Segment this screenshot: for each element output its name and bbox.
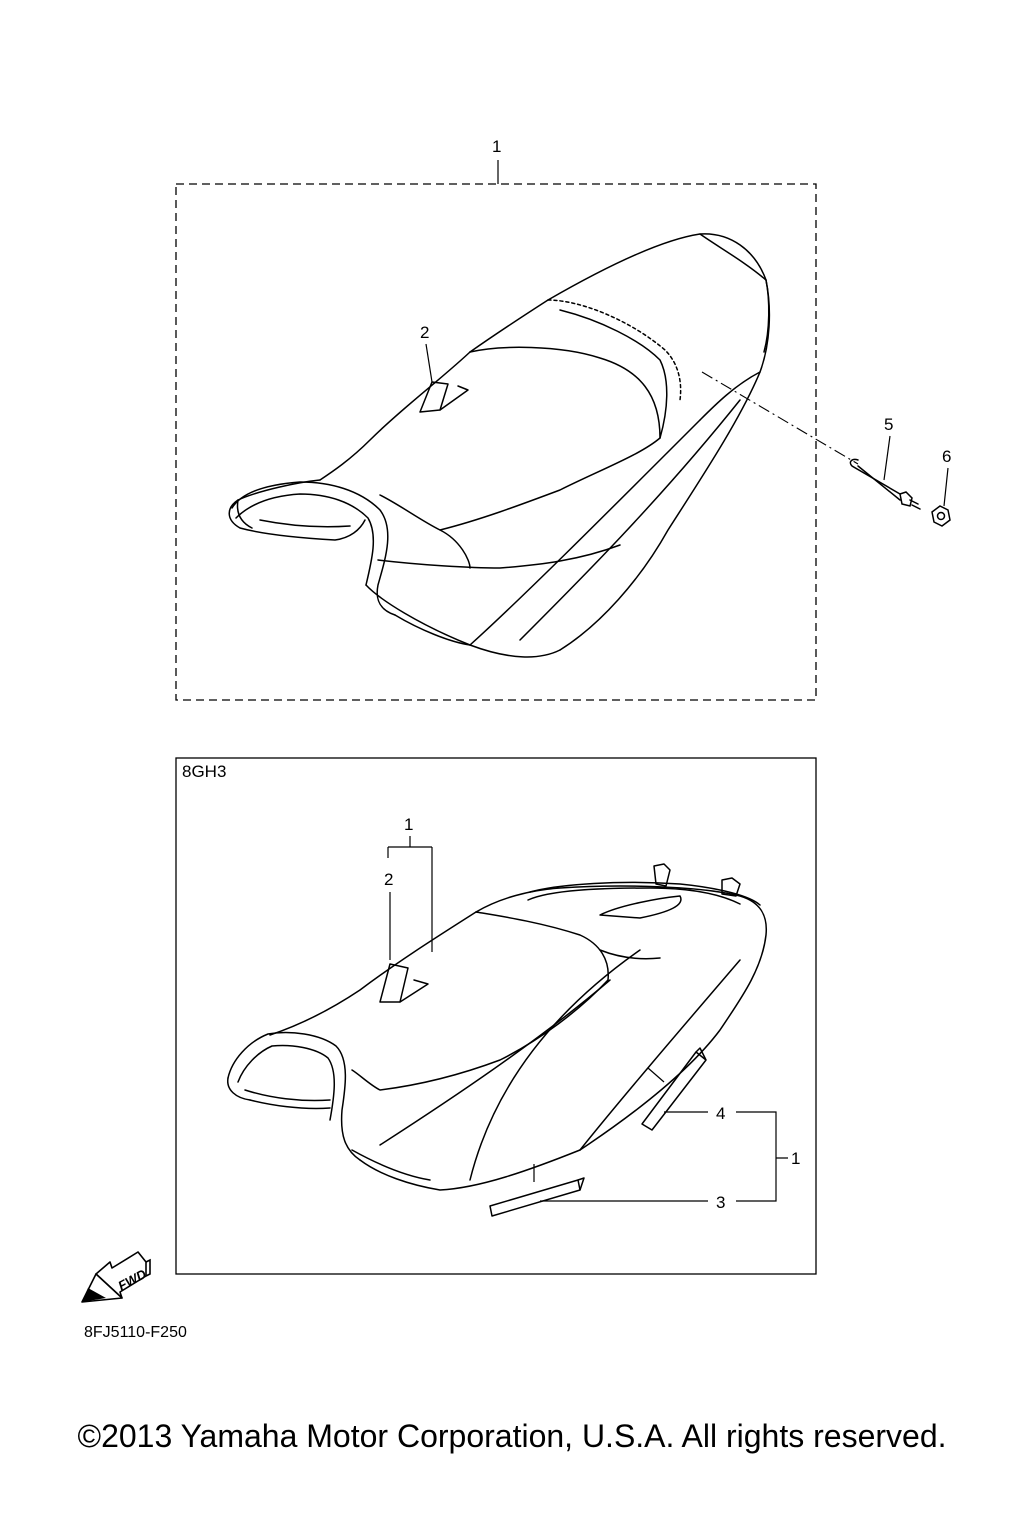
bottom-callout-2: 2 bbox=[384, 870, 393, 889]
bottom-callout-4: 4 bbox=[716, 1104, 725, 1123]
nut-drawing bbox=[931, 505, 951, 527]
bottom-callout-1-right: 1 bbox=[791, 1149, 800, 1168]
bottom-assembly: 8GH3 1 2 bbox=[175, 757, 817, 1275]
top-callout-5: 5 bbox=[884, 415, 893, 434]
bottom-callout-1-upper: 1 bbox=[404, 815, 413, 834]
diagram-code: 8FJ5110-F250 bbox=[84, 1324, 187, 1341]
top-callout-5-leader bbox=[883, 435, 891, 481]
top-callout-6-leader bbox=[943, 467, 949, 507]
seat-drawing-bottom bbox=[227, 863, 768, 1191]
top-assembly-dashed-frame bbox=[175, 183, 817, 701]
seat-drawing-top bbox=[228, 233, 771, 658]
top-callout-1: 1 bbox=[492, 137, 501, 156]
copyright-notice: ©2013 Yamaha Motor Corporation, U.S.A. A… bbox=[77, 1418, 947, 1454]
strip-part-4-drawing bbox=[641, 1047, 707, 1131]
hook-bolt-drawing bbox=[849, 458, 921, 510]
bottom-callout-3: 3 bbox=[716, 1193, 725, 1212]
top-callout-6: 6 bbox=[942, 447, 951, 466]
top-callout-2-leader bbox=[425, 343, 433, 383]
bolt-axis-line bbox=[701, 371, 859, 465]
strip-part-3-drawing bbox=[489, 1177, 585, 1217]
bottom-assembly-frame bbox=[175, 757, 817, 1275]
fwd-arrow-icon: FWD bbox=[81, 1251, 151, 1303]
bottom-callout-1-right-bracket bbox=[736, 1111, 788, 1202]
top-callout-2: 2 bbox=[420, 323, 429, 342]
strip-4-axis bbox=[647, 1067, 665, 1083]
model-code-label: 8GH3 bbox=[182, 762, 226, 781]
top-assembly: 1 bbox=[175, 137, 951, 701]
bottom-callout-1-bracket bbox=[387, 846, 433, 952]
